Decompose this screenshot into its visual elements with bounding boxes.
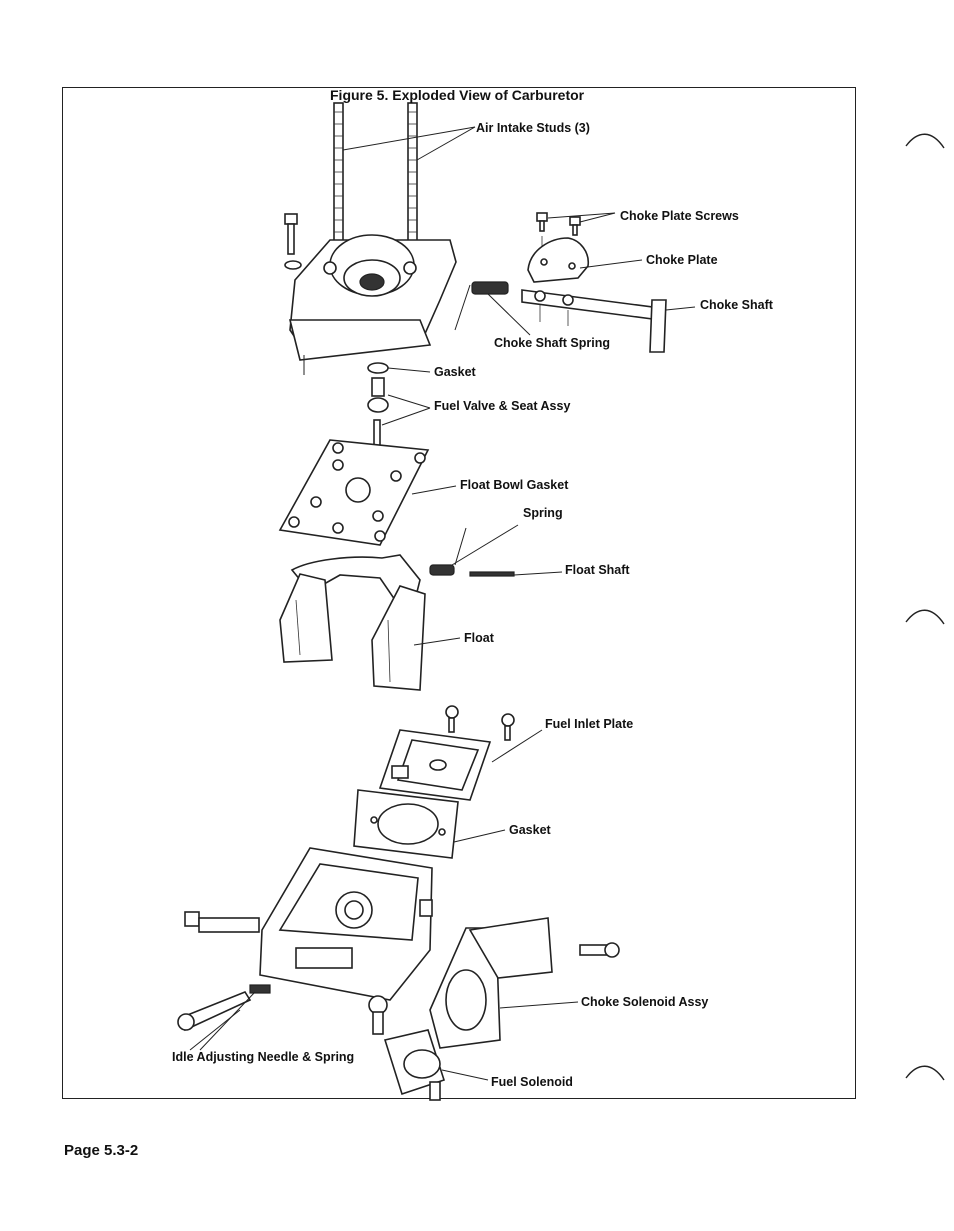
label-fuel-valve-seat: Fuel Valve & Seat Assy [434,399,571,413]
choke-solenoid-drawing [429,917,620,1049]
margin-arc-mark-2 [905,609,945,625]
figure-caption: Figure 5. Exploded View of Carburetor [330,87,585,103]
label-choke-plate-screws: Choke Plate Screws [620,209,739,223]
float-drawing [279,554,426,691]
label-choke-solenoid: Choke Solenoid Assy [581,995,709,1009]
label-choke-shaft-spring: Choke Shaft Spring [494,336,610,350]
label-choke-shaft: Choke Shaft [700,298,773,312]
label-idle-needle: Idle Adjusting Needle & Spring [172,1050,355,1064]
label-float: Float [464,631,494,645]
label-float-shaft: Float Shaft [565,563,630,577]
label-fuel-inlet-plate: Fuel Inlet Plate [545,717,634,731]
label-float-bowl-gasket: Float Bowl Gasket [460,478,569,492]
label-fuel-solenoid: Fuel Solenoid [491,1075,573,1089]
label-gasket-mid: Gasket [509,823,551,837]
margin-arc-mark-1 [905,133,945,149]
margin-arc-mark-3 [905,1065,945,1081]
label-choke-plate: Choke Plate [646,253,718,267]
page-number: Page 5.3-2 [64,1142,139,1159]
carburetor-top-body [288,234,457,361]
float-bowl-drawing [259,847,433,1001]
fuel-solenoid-drawing [368,995,446,1101]
fuel-inlet-plate-drawing [378,705,515,801]
label-gasket-top: Gasket [434,365,476,379]
label-air-intake-studs: Air Intake Studs (3) [476,121,590,135]
figure-frame [62,87,856,1099]
label-spring: Spring [523,506,563,520]
float-bowl-gasket-drawing [278,439,430,546]
